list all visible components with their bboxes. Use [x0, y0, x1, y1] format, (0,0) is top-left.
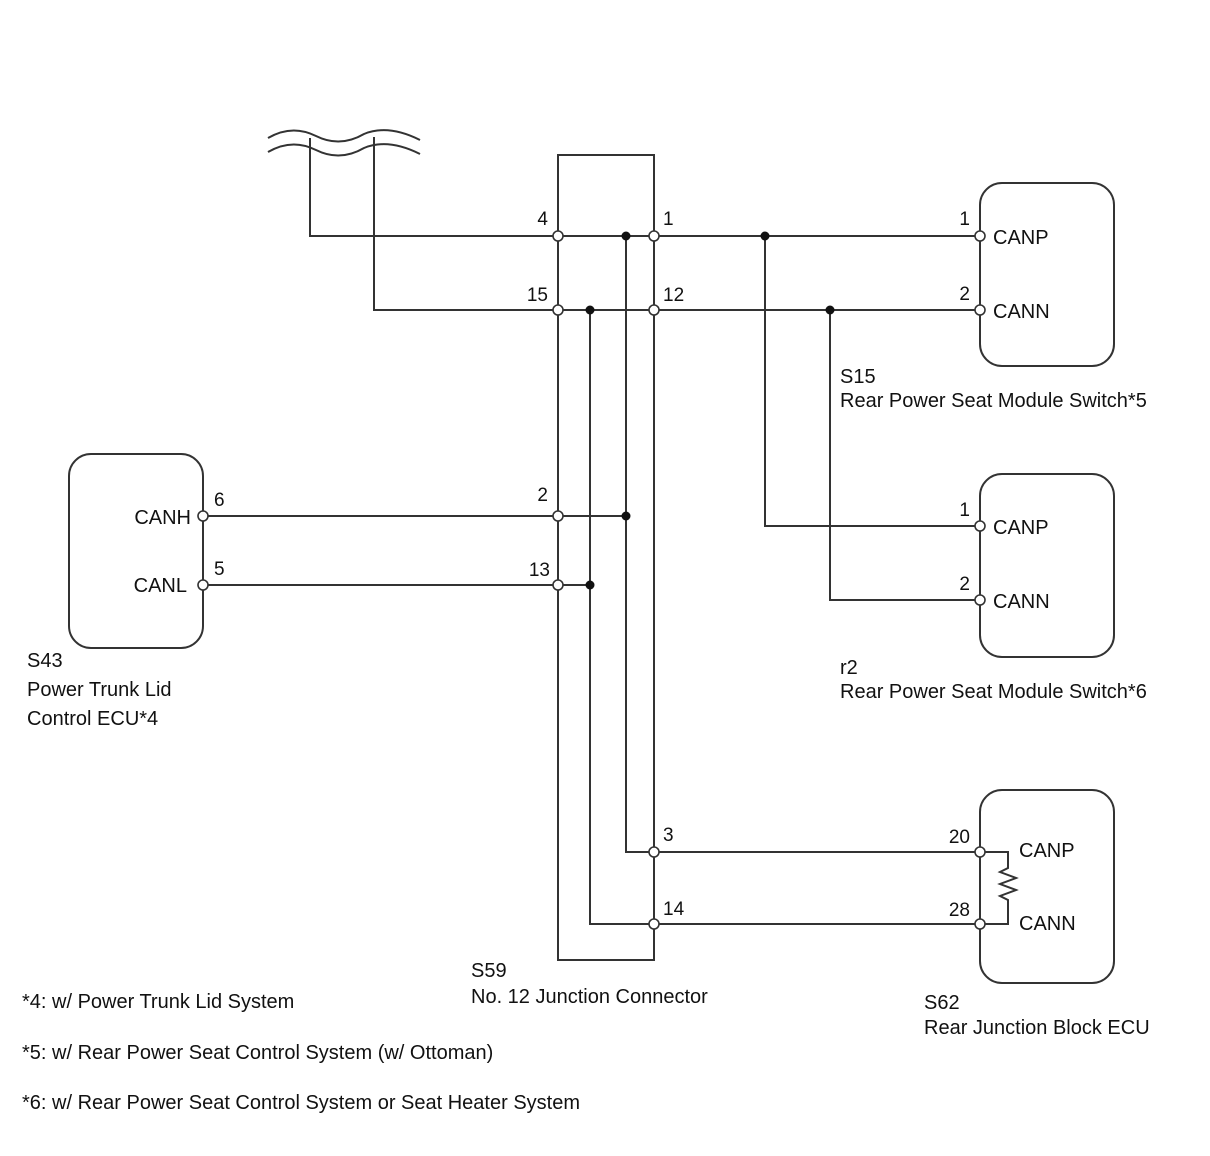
pin-number: 1	[663, 209, 674, 230]
pin-number: 28	[949, 900, 970, 921]
splice-dot	[585, 305, 595, 315]
s43-box	[68, 453, 204, 649]
terminal	[552, 579, 564, 591]
r2-box	[979, 473, 1115, 658]
signal-label: CANN	[993, 301, 1050, 323]
pin-number: 12	[663, 285, 684, 306]
pin-number: 1	[959, 500, 970, 521]
wire-r2-canp	[764, 236, 980, 527]
terminal	[974, 520, 986, 532]
pin-number: 14	[663, 899, 685, 920]
terminal	[974, 918, 986, 930]
wire-internal-canp	[625, 236, 654, 853]
splice-dot	[585, 580, 595, 590]
signal-label: CANP	[993, 227, 1049, 249]
junction-connector-body	[557, 154, 655, 961]
pin-number: 20	[949, 827, 970, 848]
component-code: S15	[840, 366, 876, 388]
resistor-icon	[980, 851, 1019, 925]
terminal	[197, 579, 209, 591]
wire-upper-cann	[373, 137, 980, 311]
pin-number: 15	[527, 285, 548, 306]
terminal	[974, 594, 986, 606]
wire-internal-cann	[589, 310, 654, 925]
pin-number: 2	[959, 284, 970, 305]
signal-label: CANL	[134, 575, 187, 597]
terminal	[974, 304, 986, 316]
terminal	[197, 510, 209, 522]
terminal	[974, 230, 986, 242]
pin-number: 2	[537, 485, 548, 506]
pin-number: 4	[537, 209, 548, 230]
terminal	[552, 230, 564, 242]
wire-r2-cann	[829, 310, 980, 601]
splice-dot	[760, 231, 770, 241]
s15-box	[979, 182, 1115, 367]
signal-label: CANP	[993, 517, 1049, 539]
terminal	[974, 846, 986, 858]
terminal	[648, 846, 660, 858]
pin-number: 6	[214, 490, 225, 511]
component-name: Power Trunk Lid	[27, 679, 172, 701]
footnote: *6: w/ Rear Power Seat Control System or…	[22, 1092, 580, 1114]
pin-number: 3	[663, 825, 674, 846]
component-name: Rear Junction Block ECU	[924, 1017, 1150, 1039]
signal-label: CANN	[1019, 913, 1076, 935]
wire-upper-canp	[309, 138, 980, 237]
splice-dot	[621, 231, 631, 241]
component-code: S43	[27, 650, 63, 672]
splice-dot	[825, 305, 835, 315]
component-name: No. 12 Junction Connector	[471, 986, 708, 1008]
component-name: Rear Power Seat Module Switch*6	[840, 681, 1147, 703]
pin-number: 5	[214, 559, 225, 580]
pin-number: 2	[959, 574, 970, 595]
footnote: *5: w/ Rear Power Seat Control System (w…	[22, 1042, 493, 1064]
component-code: r2	[840, 657, 858, 679]
component-name: Rear Power Seat Module Switch*5	[840, 390, 1147, 412]
component-code: S62	[924, 992, 960, 1014]
splice-dot	[621, 511, 631, 521]
component-name: Control ECU*4	[27, 708, 158, 730]
wire-break-symbol	[267, 129, 421, 157]
terminal	[648, 304, 660, 316]
terminal	[552, 510, 564, 522]
pin-number: 1	[959, 209, 970, 230]
footnote: *4: w/ Power Trunk Lid System	[22, 991, 294, 1013]
terminal	[552, 304, 564, 316]
pin-number: 13	[529, 560, 550, 581]
terminal	[648, 230, 660, 242]
terminal	[648, 918, 660, 930]
s62-box	[979, 789, 1115, 984]
signal-label: CANN	[993, 591, 1050, 613]
signal-label: CANH	[134, 507, 191, 529]
signal-label: CANP	[1019, 840, 1075, 862]
component-code: S59	[471, 960, 507, 982]
